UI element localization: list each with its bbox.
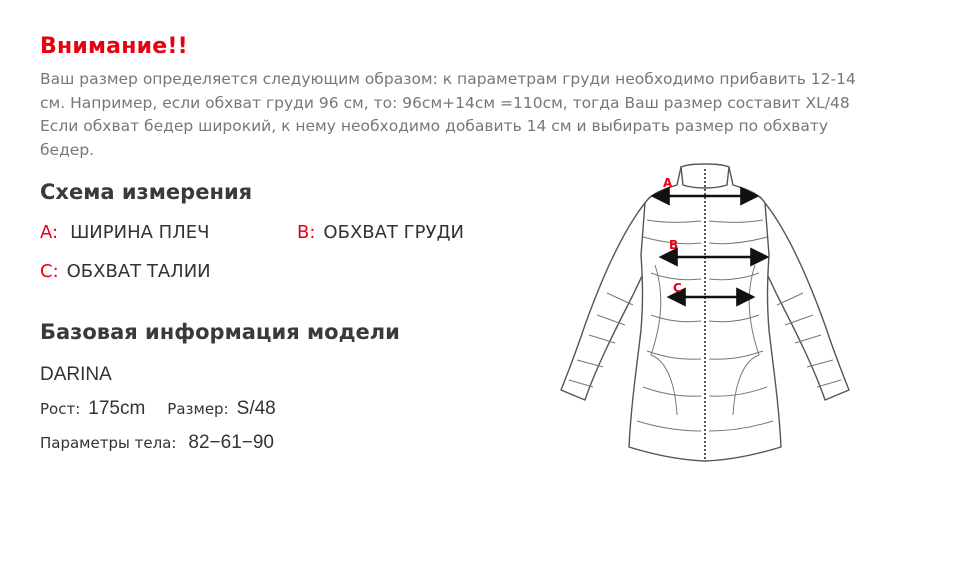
left-sleeve — [560, 196, 654, 401]
measure-label-c: ОБХВАТ ТАЛИИ — [66, 261, 211, 282]
notice-line: Ваш размер определяется следующим образо… — [40, 70, 856, 88]
measure-key-c: C: — [40, 261, 59, 282]
measure-label-b: ОБХВАТ ГРУДИ — [323, 222, 464, 243]
marker-c: C — [673, 281, 682, 295]
coat-diagram-icon: A B C — [560, 163, 850, 462]
measure-label-a: ШИРИНА ПЛЕЧ — [70, 222, 210, 243]
notice-text: Ваш размер определяется следующим образо… — [40, 68, 920, 162]
marker-b: B — [669, 238, 678, 252]
measure-key-b: B: — [297, 222, 316, 243]
model-title: Базовая информация модели — [40, 320, 400, 344]
measure-item-b: B: ОБХВАТ ГРУДИ — [297, 222, 464, 243]
notice-line: см. Например, если обхват груди 96 см, т… — [40, 93, 850, 112]
scheme-title: Схема измерения — [40, 180, 253, 204]
model-height-row: Рост: 175cm Размер: S/48 — [40, 398, 276, 420]
marker-a: A — [663, 176, 673, 190]
body-params-value: 82−61−90 — [188, 432, 274, 453]
height-label: Рост: — [40, 400, 81, 418]
measure-item-a: A: ШИРИНА ПЛЕЧ — [40, 222, 209, 243]
right-sleeve — [756, 196, 850, 401]
size-label: Размер: — [167, 400, 229, 418]
notice-line: Если обхват бедер широкий, к нему необхо… — [40, 117, 829, 135]
notice-line: бедер. — [40, 140, 95, 159]
size-value: S/48 — [236, 398, 276, 419]
body-params-label: Параметры тела: — [40, 434, 177, 452]
measure-item-c: C: ОБХВАТ ТАЛИИ — [40, 261, 211, 282]
model-name: DARINA — [40, 364, 112, 385]
notice-title: Внимание!! — [40, 34, 188, 59]
measure-key-a: A: — [40, 222, 59, 243]
height-value: 175cm — [88, 398, 146, 419]
coat-collar — [680, 163, 730, 189]
model-body-row: Параметры тела: 82−61−90 — [40, 432, 274, 454]
